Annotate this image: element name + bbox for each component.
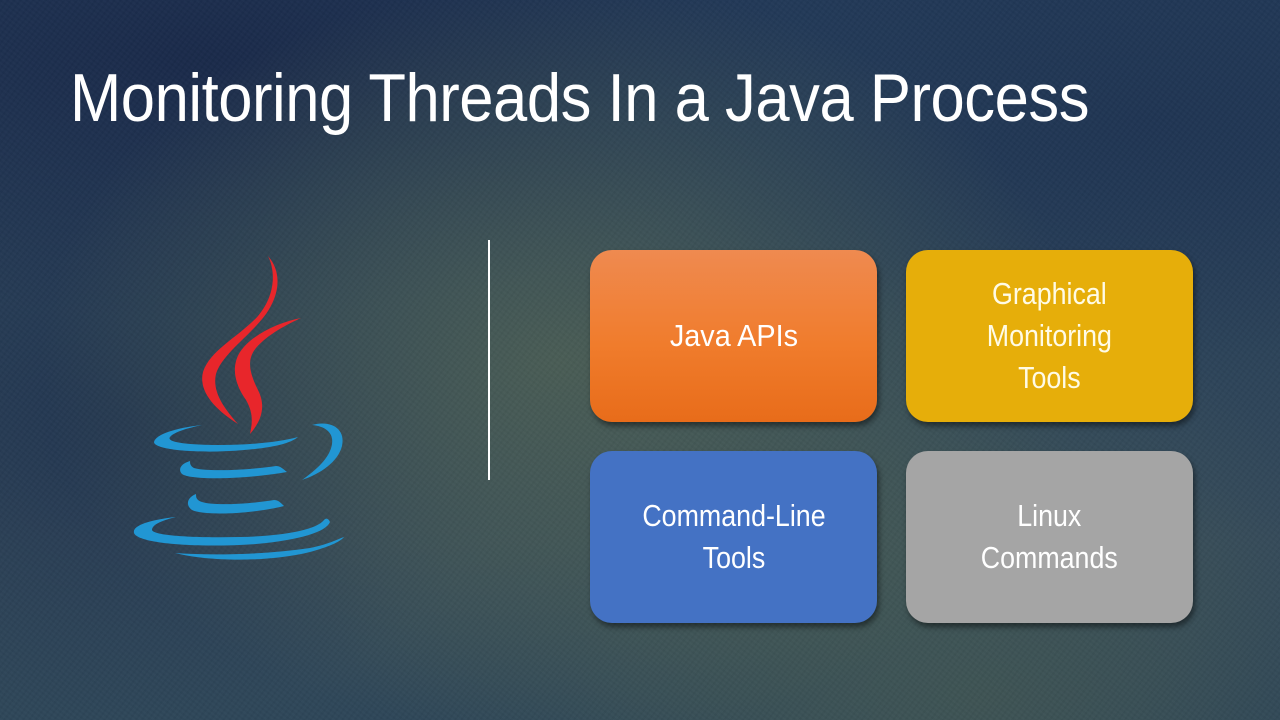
vertical-divider [488, 240, 490, 480]
java-flame-right-icon [234, 318, 301, 434]
java-saucer-lip-icon [175, 537, 344, 560]
card-label-line: Linux [1017, 498, 1082, 533]
card-label-line: Commands [980, 540, 1119, 575]
card-label: Command-Line Tools [635, 495, 832, 579]
card-label-line: Monitoring [986, 318, 1113, 353]
card-label: Java APIs [669, 318, 798, 353]
java-cup-stripe-3-icon [187, 494, 284, 514]
card-label: Graphical Monitoring Tools [982, 273, 1117, 399]
java-cup-stripe-2-icon [180, 461, 287, 479]
card-label-line: Graphical [992, 276, 1107, 311]
java-saucer-icon [133, 517, 330, 546]
slide-title: Monitoring Threads In a Java Process [70, 60, 1090, 136]
card-label: Linux Commands [976, 495, 1123, 579]
card-label-line: Tools [702, 540, 765, 575]
card-label-line: Tools [1018, 360, 1081, 395]
card-label-line: Command-Line [641, 498, 826, 533]
java-cup-handle-icon [302, 423, 343, 480]
card-linux-commands[interactable]: Linux Commands [906, 451, 1193, 623]
java-logo-icon [133, 256, 344, 560]
java-cup-stripe-1-icon [154, 425, 298, 452]
card-java-apis[interactable]: Java APIs [590, 250, 877, 422]
java-flame-left-icon [202, 256, 278, 424]
card-command-line-tools[interactable]: Command-Line Tools [590, 451, 877, 623]
card-graphical-monitoring-tools[interactable]: Graphical Monitoring Tools [906, 250, 1193, 422]
